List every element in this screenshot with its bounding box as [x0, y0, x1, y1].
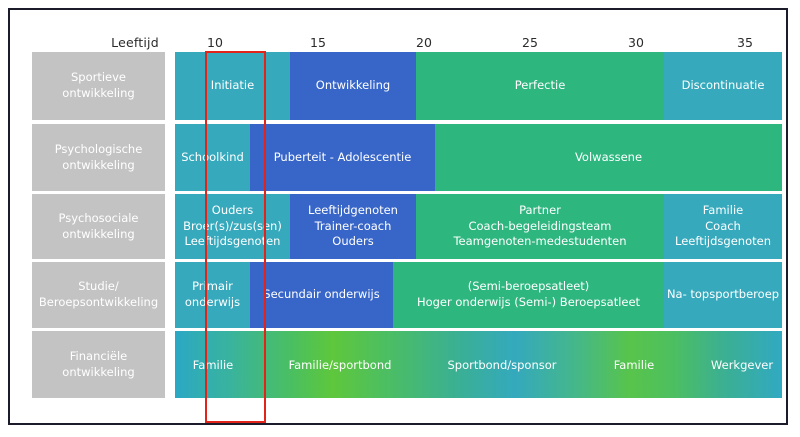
timeline-segment: Puberteit - Adolescentie: [250, 124, 435, 191]
timeline-segment: Ouders Broer(s)/zus(sen) Leeftijdsgenote…: [175, 194, 290, 259]
axis-tick-10: 10: [207, 35, 223, 50]
timeline-segment-label: Partner Coach-begeleidingsteam Teamgenot…: [453, 203, 627, 249]
timeline-segment: Discontinuatie: [664, 52, 782, 120]
timeline-bar-row: Ouders Broer(s)/zus(sen) Leeftijdsgenote…: [175, 194, 782, 259]
category-label-text: Studie/ Beroepsontwikkeling: [38, 279, 159, 309]
timeline-segment: Familie Coach Leeftijdsgenoten: [664, 194, 782, 259]
timeline-segment: Volwassene: [435, 124, 782, 191]
axis-tick-30: 30: [628, 35, 644, 50]
timeline-segment: (Semi-beroepsatleet) Hoger onderwijs (Se…: [393, 262, 664, 328]
timeline-segment: Secundair onderwijs: [250, 262, 393, 328]
timeline-segment-label: Schoolkind: [181, 149, 244, 164]
axis-tick-20: 20: [416, 35, 432, 50]
axis-tick-25: 25: [522, 35, 538, 50]
timeline-bar-row: Schoolkind Puberteit - Adolescentie Volwas…: [175, 124, 782, 191]
timeline-segment-label: Discontinuatie: [681, 78, 765, 93]
infographic-frame: Leeftijd 10 15 20 25 30 35 Sportieve ontwikke…: [8, 8, 788, 425]
axis-title-leeftijd: Leeftijd: [111, 35, 159, 50]
timeline-segment-label: Na- topsportberoep: [666, 287, 780, 302]
timeline-segment-label: Perfectie: [514, 78, 566, 93]
category-label-box: Studie/ Beroepsontwikkeling: [32, 262, 165, 328]
timeline-segment-label: Leeftijdgenoten Trainer-coach Ouders: [308, 203, 398, 249]
timeline-segment-label: Secundair onderwijs: [263, 287, 380, 302]
gradient-bar: [175, 331, 782, 398]
timeline-segment: Schoolkind: [175, 124, 250, 191]
timeline-segment-label: Ouders Broer(s)/zus(sen) Leeftijdsgenote…: [183, 203, 282, 249]
category-label-text: Sportieve ontwikkeling: [62, 70, 135, 100]
timeline-segment-label: Puberteit - Adolescentie: [273, 149, 412, 164]
category-label-box: Financiële ontwikkeling: [32, 331, 165, 398]
timeline-segment: Leeftijdgenoten Trainer-coach Ouders: [290, 194, 416, 259]
timeline-segment-label: (Semi-beroepsatleet) Hoger onderwijs (Se…: [416, 279, 641, 309]
timeline-segment-label: Volwassene: [574, 149, 643, 164]
category-label-text: Financiële ontwikkeling: [62, 348, 135, 379]
timeline-segment: Primair onderwijs: [175, 262, 250, 328]
timeline-segment: Partner Coach-begeleidingsteam Teamgenot…: [416, 194, 664, 259]
timeline-segment-label: Initiatie: [210, 78, 255, 93]
category-label-box: Psychologische ontwikkeling: [32, 124, 165, 191]
category-label-text: Psychosociale ontwikkeling: [58, 210, 139, 241]
timeline-segment: Na- topsportberoep: [664, 262, 782, 328]
category-label-box: Psychosociale ontwikkeling: [32, 194, 165, 259]
category-label-box: Sportieve ontwikkeling: [32, 52, 165, 120]
axis-tick-15: 15: [310, 35, 326, 50]
timeline-segment: Initiatie: [175, 52, 290, 120]
timeline-segment-label: Ontwikkeling: [315, 78, 391, 93]
timeline-bar-row: Initiatie Ontwikkeling Perfectie Discontinu…: [175, 52, 782, 120]
timeline-segment-label: Primair onderwijs: [184, 279, 241, 309]
timeline-segment-label: Familie Coach Leeftijdsgenoten: [675, 203, 771, 249]
timeline-segment: Ontwikkeling: [290, 52, 416, 120]
category-label-text: Psychologische ontwikkeling: [54, 141, 143, 172]
timeline-bar-row: Primair onderwijs Secundair onderwijs (Sem…: [175, 262, 782, 328]
timeline-segment: Perfectie: [416, 52, 664, 120]
axis-tick-35: 35: [737, 35, 753, 50]
